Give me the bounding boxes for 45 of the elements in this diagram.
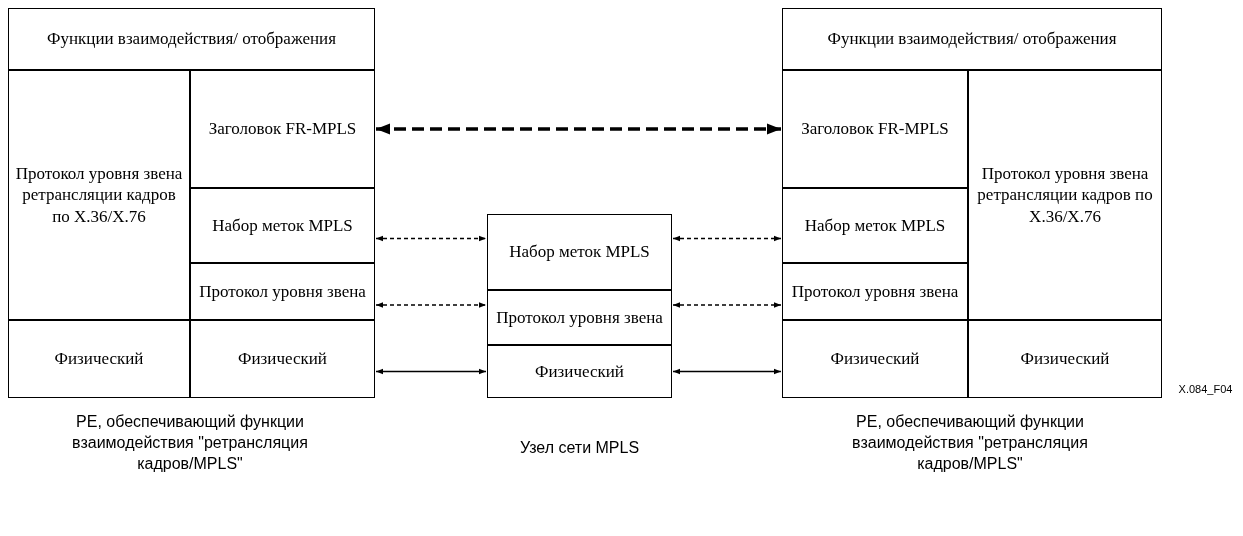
arrow bbox=[672, 302, 782, 308]
layer-name: Заголовок FR-MPLS bbox=[801, 118, 949, 140]
layer-name: Набор меток MPLS bbox=[509, 241, 650, 263]
layer-name: Протокол уровня звена bbox=[496, 306, 663, 329]
layer-name: Физический bbox=[238, 348, 327, 370]
layer-name: Функции взаимодействия/ отображения bbox=[47, 28, 336, 50]
layer-name: Физический bbox=[1020, 348, 1110, 370]
layer-name: Заголовок FR-MPLS bbox=[208, 118, 357, 140]
protocol-layer-box bbox=[190, 70, 375, 188]
caption: PE, обеспечивающий функции взаимодействия "ретрансляция кадров/MPLS" bbox=[71, 412, 309, 474]
protocol-layer-box bbox=[487, 290, 672, 345]
protocol-layer-box bbox=[190, 320, 375, 398]
protocol-layer-box bbox=[190, 263, 375, 320]
arrow bbox=[376, 123, 781, 135]
protocol-layer-box bbox=[487, 345, 672, 398]
caption: Узел сети MPLS bbox=[518, 438, 641, 458]
protocol-layer-box bbox=[968, 320, 1162, 398]
layer-name: Физический bbox=[54, 348, 144, 370]
protocol-layer-box bbox=[782, 188, 968, 263]
protocol-layer-box bbox=[8, 8, 375, 70]
protocol-layer-box bbox=[190, 188, 375, 263]
layer-name: Протокол уровня звена bbox=[791, 280, 959, 303]
protocol-layer-box bbox=[782, 320, 968, 398]
figure-id: X.084_F04 bbox=[1177, 382, 1234, 397]
arrow bbox=[672, 235, 782, 242]
layer-name: Протокол уровня звена ретрансляции кадров по X.36/X.76 bbox=[976, 163, 1154, 227]
layer-name: Набор меток MPLS bbox=[212, 214, 353, 237]
protocol-layer-box bbox=[968, 70, 1162, 320]
layer-name: Физический bbox=[830, 348, 920, 370]
protocol-layer-box bbox=[782, 263, 968, 320]
arrow bbox=[672, 368, 782, 375]
protocol-layer-box bbox=[782, 8, 1162, 70]
arrow bbox=[375, 235, 487, 242]
protocol-layer-box bbox=[8, 320, 190, 398]
caption: PE, обеспечивающий функции взаимодействия "ретрансляция кадров/MPLS" bbox=[851, 412, 1089, 474]
protocol-layer-box bbox=[487, 214, 672, 290]
layer-name: Функции взаимодействия/ отображения bbox=[827, 28, 1117, 50]
protocol-layer-box bbox=[8, 70, 190, 320]
layer-name: Протокол уровня звена ретрансляции кадров по X.36/X.76 bbox=[15, 163, 183, 227]
layer-name: Протокол уровня звена bbox=[199, 280, 366, 303]
layer-name: Набор меток MPLS bbox=[804, 214, 946, 237]
arrow bbox=[375, 302, 487, 308]
layer-name: Физический bbox=[535, 360, 624, 383]
protocol-layer-box bbox=[782, 70, 968, 188]
arrow bbox=[375, 368, 487, 375]
